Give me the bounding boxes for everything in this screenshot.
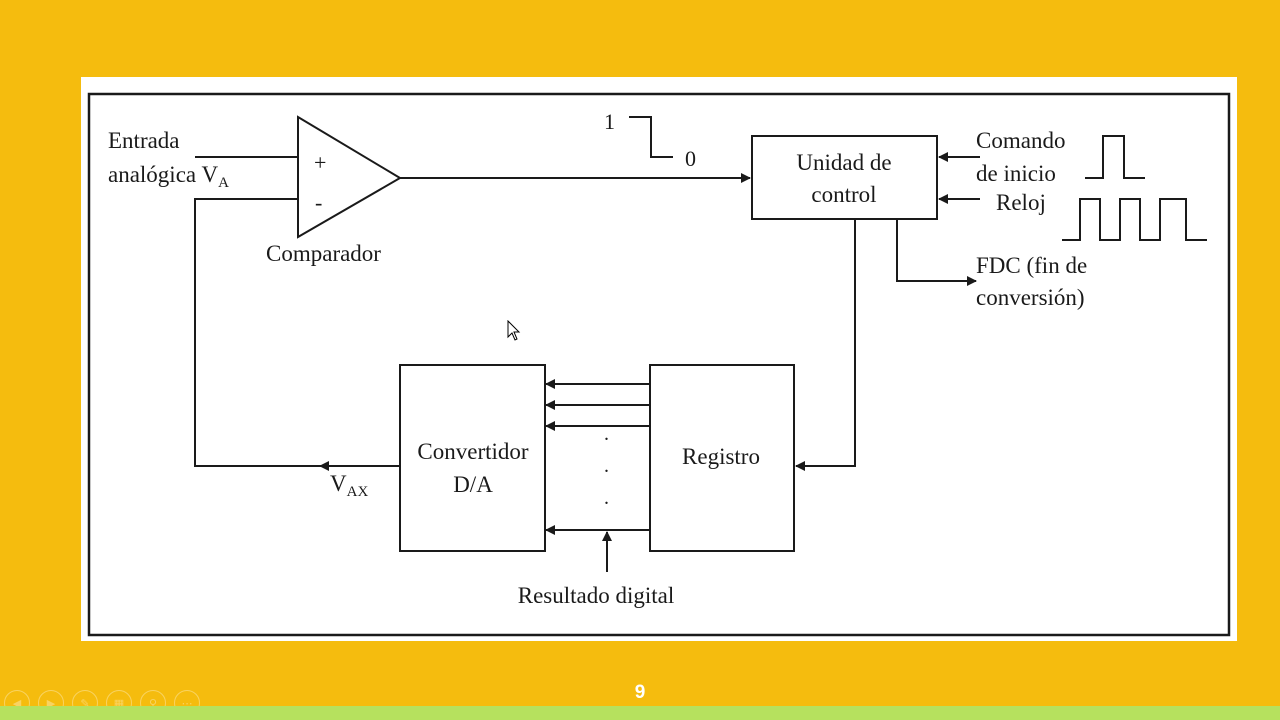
bus-dot-3: . [604, 487, 609, 509]
start-command-label-line1: Comando [976, 128, 1065, 153]
comparator-minus: - [315, 190, 322, 215]
control-unit-box [751, 135, 938, 220]
level-step-symbol [629, 116, 673, 158]
dac-box [399, 364, 546, 552]
bus-dot-2: . [604, 455, 609, 477]
control-unit-label-line2: control [811, 182, 876, 207]
eoc-label-line1: FDC (fin de [976, 253, 1087, 278]
feedback-wire [194, 198, 320, 467]
vax-label-subscript: AX [347, 484, 369, 500]
level-low-label: 0 [685, 146, 696, 171]
start-command-label-line2: de inicio [976, 161, 1056, 186]
input-label-main: analógica V [108, 162, 218, 187]
vax-label: VAX [330, 471, 368, 500]
eoc-label-line2: conversión) [976, 285, 1085, 310]
page-number: 9 [634, 682, 646, 703]
comparator-triangle [297, 115, 402, 239]
control-unit-label-line1: Unidad de [796, 150, 891, 175]
clock-waveform [1062, 198, 1207, 241]
register-label: Registro [682, 444, 760, 469]
dac-label-line2: D/A [453, 472, 493, 497]
dac-label-line1: Convertidor [417, 439, 528, 464]
cursor-icon [507, 320, 521, 341]
comparator-label: Comparador [266, 241, 381, 266]
diagram-frame [87, 92, 1231, 637]
input-label-line2: analógica VA [108, 162, 229, 191]
digital-result-label: Resultado digital [518, 583, 675, 608]
bus-dot-1: . [604, 423, 609, 445]
bottom-strip [0, 706, 1280, 720]
vax-label-main: V [330, 471, 347, 496]
level-high-label: 1 [604, 109, 615, 134]
input-label-subscript: A [218, 175, 229, 191]
comparator-plus: + [314, 150, 326, 175]
clock-label: Reloj [996, 190, 1046, 215]
register-box [649, 364, 795, 552]
control-to-register-wire [795, 219, 856, 471]
input-label-line1: Entrada [108, 128, 180, 153]
eoc-wire [896, 219, 977, 286]
start-pulse-waveform [1085, 135, 1145, 179]
